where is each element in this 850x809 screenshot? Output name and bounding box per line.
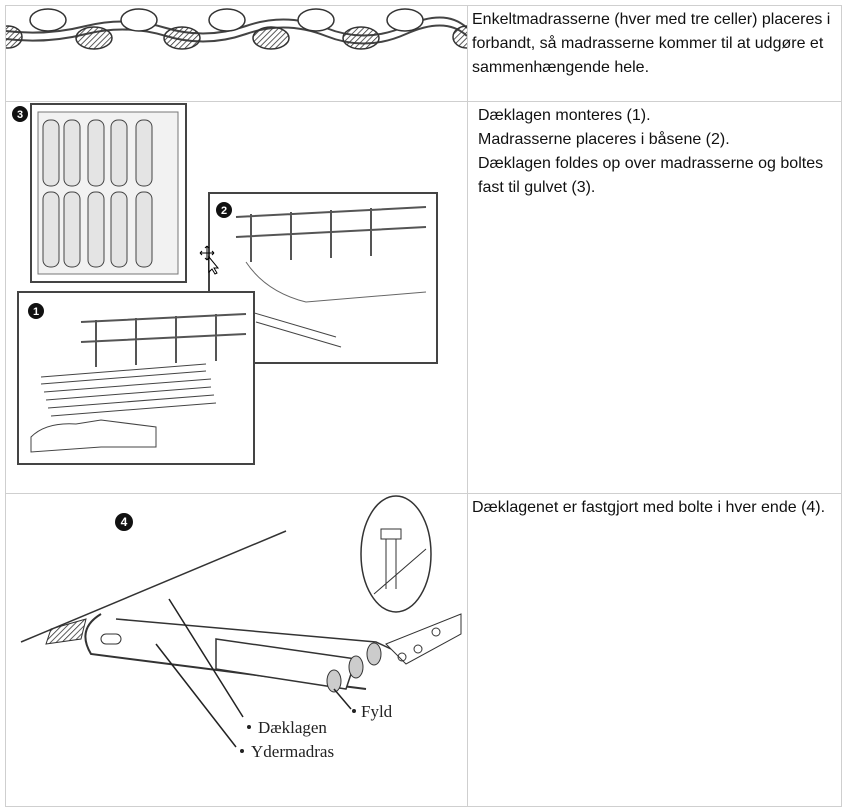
move-cursor-icon <box>199 245 221 275</box>
text-line: Dæklagen monteres (1). <box>478 107 651 124</box>
step-marker: 3 <box>17 109 23 121</box>
text-line: Madrasserne placeres i båsene (2). <box>478 131 730 148</box>
step-marker: 4 <box>121 515 128 529</box>
row-description: Dæklagen monteres (1). Madrasserne place… <box>467 101 842 494</box>
row-description: Enkeltmadrasserne (hver med tre celler) … <box>467 5 842 102</box>
step-marker: 1 <box>33 306 39 318</box>
text-line: Dæklagen foldes op over madrasserne og b… <box>478 155 824 196</box>
bolt-fastening-illustration: 4 Fyld Dæklagen <box>5 493 468 807</box>
mattress-pattern-illustration <box>5 5 468 102</box>
row-description: Dæklagenet er fastgjort med bolte i hver… <box>467 493 842 807</box>
label-outer-mattress: Ydermadras <box>251 742 334 761</box>
label-fill: Fyld <box>361 702 393 721</box>
instruction-table: Enkeltmadrasserne (hver med tre celler) … <box>5 5 842 807</box>
step-marker: 2 <box>221 205 227 217</box>
table-row: 3 2 1 Dæklagen monteres (1). <box>5 101 842 494</box>
table-row: Enkeltmadrasserne (hver med tre celler) … <box>5 5 842 102</box>
table-row: 4 Fyld Dæklagen <box>5 493 842 807</box>
mounting-steps-illustration: 3 2 1 <box>5 101 468 494</box>
label-cover: Dæklagen <box>258 718 327 737</box>
